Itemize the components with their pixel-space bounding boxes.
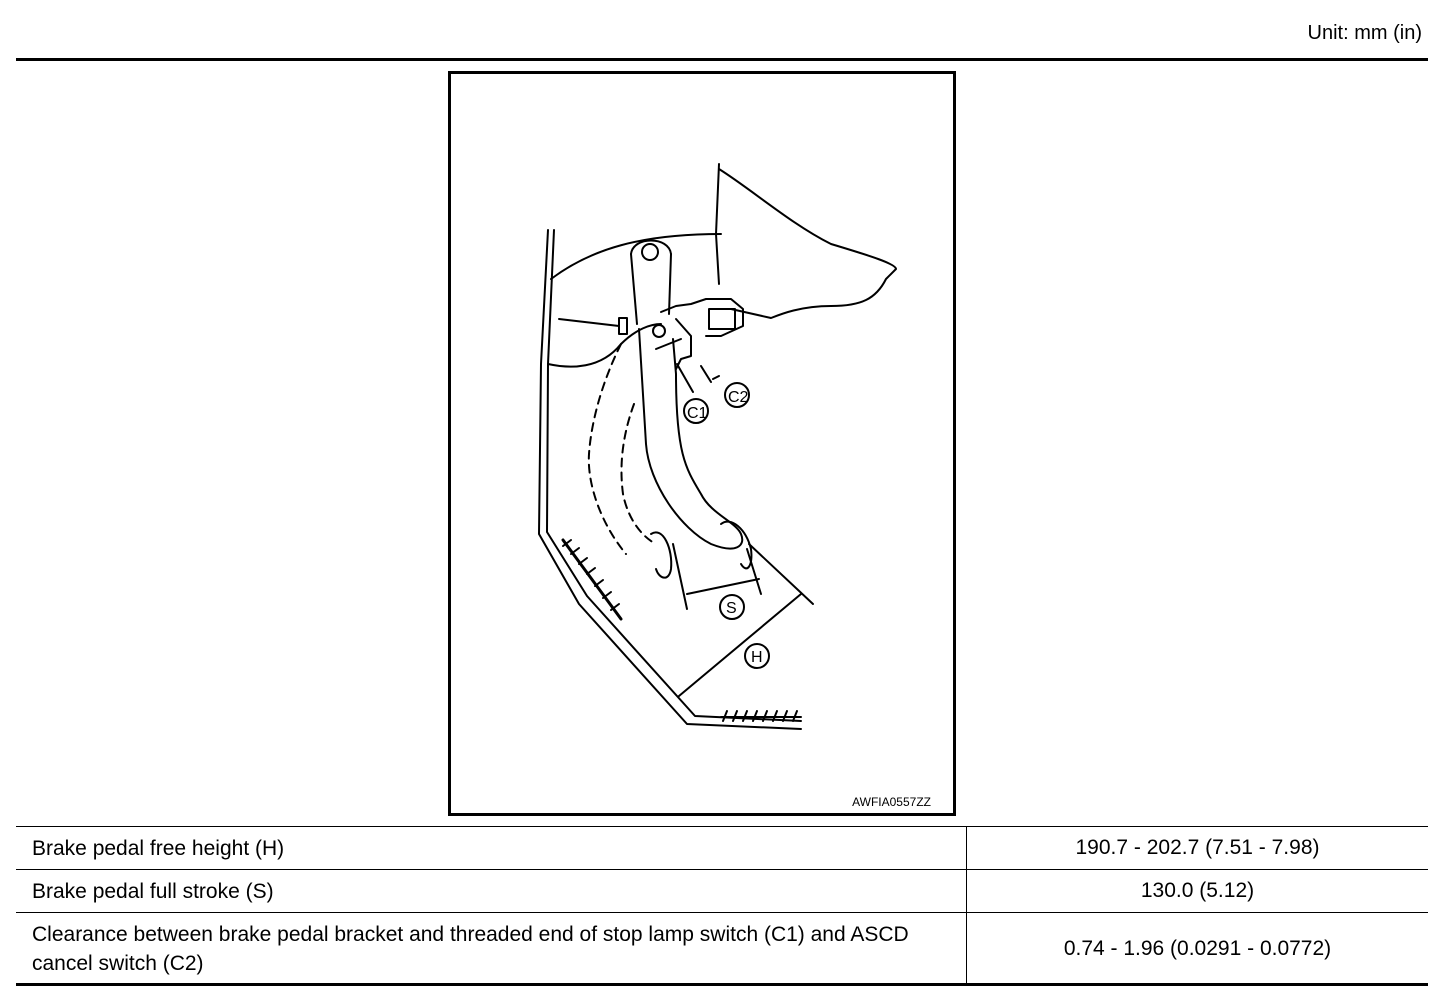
pedal-arm-upper-left [630, 253, 638, 325]
callout-s: S [719, 594, 745, 620]
h-ext-top [748, 543, 814, 605]
s-dim-line [686, 578, 760, 595]
switch-body [660, 298, 744, 337]
spec-table: Brake pedal free height (H) 190.7 - 202.… [16, 826, 1428, 986]
bracket-top [550, 233, 722, 280]
top-rule [16, 58, 1428, 61]
svg-text:C1: C1 [687, 405, 708, 422]
figure-code: AWFIA0557ZZ [852, 795, 931, 809]
c1-leader [676, 363, 694, 393]
stop-lamp-switch [675, 318, 692, 370]
brake-pedal-figure: C1 C2 S H AWFIA0557ZZ [448, 71, 956, 816]
table-row: Clearance between brake pedal bracket an… [16, 912, 1428, 986]
s-ext-right [746, 548, 762, 595]
svg-text:C2: C2 [728, 389, 749, 406]
row-label: Clearance between brake pedal bracket an… [16, 912, 967, 986]
callout-h: H [744, 643, 770, 669]
mat-hatching-left [562, 539, 620, 611]
ascd-switch [708, 308, 736, 330]
pivot-hole [641, 243, 659, 261]
brake-pedal-diagram: C1 C2 S H [538, 163, 897, 730]
unit-label: Unit: mm (in) [1307, 22, 1422, 44]
switch-bracket [655, 338, 682, 350]
pedal-pad [720, 520, 753, 570]
row-label: Brake pedal free height (H) [16, 826, 967, 870]
table-row: Brake pedal full stroke (S) 130.0 (5.12) [16, 869, 1428, 913]
s-ext-left [672, 543, 688, 610]
mat-hatching-floor [720, 710, 802, 722]
bracket-edge [715, 163, 720, 285]
pedal-pivot-top [630, 239, 672, 255]
pedal-pivot [652, 324, 666, 338]
floor-panel-inner [546, 229, 802, 722]
depressed-pedal-pad [650, 531, 673, 579]
table-row: Brake pedal free height (H) 190.7 - 202.… [16, 826, 1428, 870]
svg-text:S: S [726, 600, 737, 617]
rod-clip [618, 317, 628, 335]
row-value: 190.7 - 202.7 (7.51 - 7.98) [966, 826, 1428, 870]
row-label: Brake pedal full stroke (S) [16, 869, 967, 913]
c2-leader [700, 365, 712, 383]
housing-outline [718, 168, 897, 319]
depressed-pedal-inner [620, 403, 657, 545]
h-dim-line [678, 593, 802, 697]
depressed-pedal-outer [587, 343, 627, 555]
pedal-arm [638, 328, 744, 550]
callout-c2: C2 [724, 382, 750, 408]
row-value: 130.0 (5.12) [966, 869, 1428, 913]
c2-arrow [712, 375, 720, 380]
svg-text:H: H [751, 649, 763, 666]
mat-left [561, 538, 623, 621]
pedal-arm-upper-right [668, 253, 672, 315]
floor-panel-outer [538, 229, 802, 730]
callout-c1: C1 [683, 398, 709, 424]
row-value: 0.74 - 1.96 (0.0291 - 0.0772) [966, 912, 1428, 986]
rod [558, 318, 620, 327]
floor-curve [547, 323, 662, 368]
bottom-rule [16, 983, 1428, 986]
